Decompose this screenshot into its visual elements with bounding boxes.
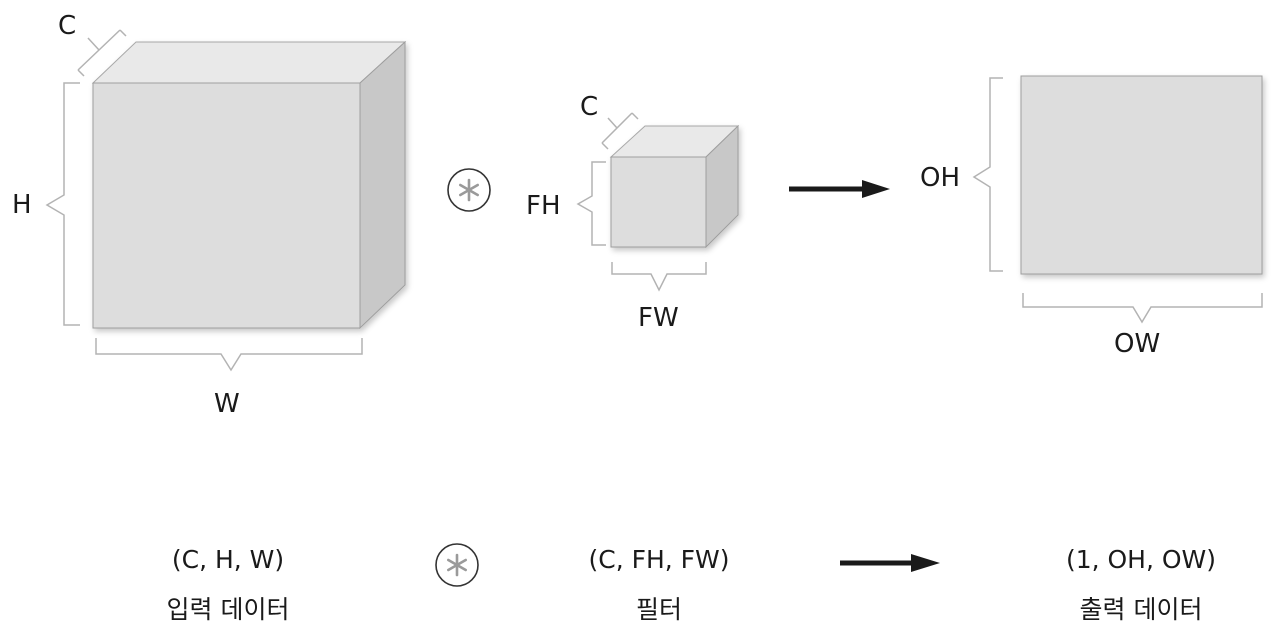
filter-width-brace bbox=[611, 262, 707, 292]
filter-cube bbox=[609, 124, 740, 249]
output-shape-caption: (1, OH, OW) bbox=[1066, 545, 1216, 574]
output-height-label: OH bbox=[920, 163, 960, 193]
filter-cube-front-face bbox=[610, 156, 707, 248]
input-shape-caption: (C, H, W) bbox=[172, 545, 284, 574]
input-channel-brace bbox=[77, 29, 127, 77]
input-height-label: H bbox=[12, 190, 32, 220]
filter-channel-label: C bbox=[580, 92, 598, 122]
filter-channel-brace bbox=[601, 112, 639, 150]
input-name-caption: 입력 데이터 bbox=[167, 595, 290, 624]
input-cube-top-face bbox=[91, 41, 407, 84]
result-arrow bbox=[789, 180, 890, 198]
input-cube-front-face bbox=[92, 82, 361, 329]
output-height-brace bbox=[972, 77, 1003, 272]
convolution-operator-icon bbox=[447, 168, 491, 212]
filter-name-caption: 필터 bbox=[636, 595, 682, 624]
output-name-caption: 출력 데이터 bbox=[1080, 595, 1203, 624]
filter-height-label: FH bbox=[526, 191, 561, 221]
filter-shape-caption: (C, FH, FW) bbox=[588, 545, 729, 574]
input-channel-label: C bbox=[58, 11, 76, 41]
output-width-brace bbox=[1022, 293, 1263, 324]
input-cube-side-face bbox=[359, 40, 406, 330]
input-cube bbox=[91, 40, 407, 330]
filter-width-label: FW bbox=[638, 303, 679, 333]
input-width-label: W bbox=[214, 389, 240, 419]
input-height-brace bbox=[45, 82, 80, 326]
output-width-label: OW bbox=[1114, 329, 1160, 359]
filter-height-brace bbox=[576, 161, 606, 246]
input-width-brace bbox=[95, 338, 363, 372]
output-plane bbox=[1020, 75, 1263, 275]
convolution-operator-caption-icon bbox=[435, 543, 479, 587]
result-arrow-caption bbox=[840, 554, 940, 572]
